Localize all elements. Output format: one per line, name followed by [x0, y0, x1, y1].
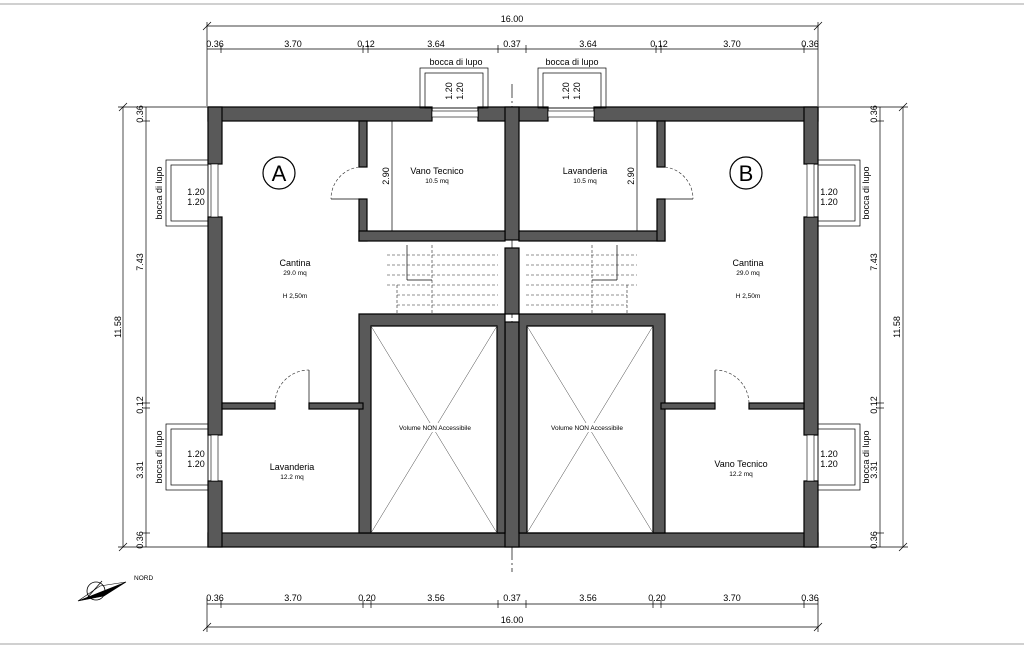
- left-dim-5: 0.36: [135, 531, 145, 549]
- right-dimension-lines: [815, 102, 908, 552]
- room-cantina-a-area: 29.0 mq: [283, 270, 307, 277]
- bottom-dim-9: 0.36: [801, 593, 819, 603]
- nonaccess-label-left: Volume NON Accessibile: [399, 425, 471, 432]
- bottom-dim-7: 0.20: [648, 593, 666, 603]
- room-lavanderia-a-area: 12.2 mq: [280, 474, 304, 481]
- height-dim-right: 2.90: [626, 167, 636, 185]
- left-dim-4: 3.31: [135, 461, 145, 479]
- height-dim-left: 2.90: [381, 167, 391, 185]
- top-dim-4: 3.64: [427, 39, 445, 49]
- doors: [274, 166, 750, 404]
- bocca-label-left-lower: bocca di lupo: [154, 430, 164, 483]
- window-dim-right-lower-2: 1.20: [820, 459, 838, 469]
- bottom-total-dimension: 16.00: [501, 615, 524, 625]
- room-vano-tecnico-b-name: Vano Tecnico: [714, 459, 767, 469]
- left-total-dimension: 11.58: [113, 316, 123, 338]
- window-dim-top-left-1: 1.20: [444, 82, 454, 100]
- right-dim-3: 0.12: [869, 396, 879, 414]
- room-cantina-b-area: 29.0 mq: [736, 270, 760, 277]
- room-cantina-a-height: H 2,50m: [283, 293, 308, 300]
- left-dim-1: 0.36: [135, 105, 145, 123]
- walls: [207, 106, 819, 548]
- stairs-left: [387, 245, 498, 314]
- room-vano-tecnico-a-name: Vano Tecnico: [410, 166, 463, 176]
- nonaccess-label-bg-left: [398, 423, 472, 432]
- bottom-dim-3: 0.20: [358, 593, 376, 603]
- window-dim-left-upper-1: 1.20: [187, 187, 205, 197]
- window-dim-right-upper-1: 1.20: [820, 187, 838, 197]
- top-dim-7: 0.12: [650, 39, 668, 49]
- right-dim-2: 7.43: [869, 253, 879, 271]
- right-dim-5: 0.36: [869, 531, 879, 549]
- right-dim-1: 0.36: [869, 105, 879, 123]
- room-vano-tecnico-a-area: 10.5 mq: [425, 178, 449, 185]
- top-dim-6: 3.64: [579, 39, 597, 49]
- room-lavanderia-b-area: 10.5 mq: [573, 178, 597, 185]
- window-dim-left-upper-2: 1.20: [187, 197, 205, 207]
- top-dim-8: 3.70: [723, 39, 741, 49]
- bocca-label-right-lower: bocca di lupo: [861, 430, 871, 483]
- bottom-dim-2: 3.70: [284, 593, 302, 603]
- window-dim-top-left-2: 1.20: [455, 82, 465, 100]
- window-dim-right-lower-1: 1.20: [820, 449, 838, 459]
- bottom-dimension-lines: [202, 598, 823, 632]
- light-wells: [165, 67, 861, 491]
- unit-b-letter: B: [739, 161, 754, 186]
- window-dim-left-lower-2: 1.20: [187, 459, 205, 469]
- north-label: NORD: [134, 575, 153, 582]
- left-dim-2: 7.43: [135, 253, 145, 271]
- room-lavanderia-b-name: Lavanderia: [563, 166, 608, 176]
- bottom-dim-6: 3.56: [579, 593, 597, 603]
- stairs-right: [526, 245, 637, 314]
- top-total-dimension: 16.00: [501, 14, 524, 24]
- top-dim-3: 0.12: [357, 39, 375, 49]
- room-cantina-b-name: Cantina: [732, 258, 763, 268]
- bottom-dim-4: 3.56: [427, 593, 445, 603]
- bocca-label-right-upper: bocca di lupo: [861, 166, 871, 219]
- drawing-frame: [0, 3, 1024, 645]
- wall-windows: [210, 110, 815, 482]
- left-dim-3: 0.12: [135, 396, 145, 414]
- bottom-dim-1: 0.36: [206, 593, 224, 603]
- top-dim-5: 0.37: [503, 39, 521, 49]
- unit-a-letter: A: [272, 161, 287, 186]
- room-vano-tecnico-b-area: 12.2 mq: [729, 471, 753, 478]
- unit-a-marker: [262, 156, 296, 190]
- bocca-label-top-right: bocca di lupo: [545, 57, 598, 67]
- window-dim-left-lower-1: 1.20: [187, 449, 205, 459]
- nonaccess-label-bg-right: [550, 423, 624, 432]
- room-lavanderia-a-name: Lavanderia: [270, 462, 315, 472]
- bottom-dim-5: 0.37: [503, 593, 521, 603]
- top-dimension-lines: [202, 21, 823, 106]
- top-dim-9: 0.36: [801, 39, 819, 49]
- north-arrow-icon: [77, 580, 127, 602]
- right-dim-4: 3.31: [869, 461, 879, 479]
- bocca-label-left-upper: bocca di lupo: [154, 166, 164, 219]
- room-cantina-a-name: Cantina: [279, 258, 310, 268]
- bocca-label-top-left: bocca di lupo: [429, 57, 482, 67]
- unit-b-marker: [729, 156, 763, 190]
- room-cantina-b-height: H 2,50m: [736, 293, 761, 300]
- window-dim-top-right-1: 1.20: [561, 82, 571, 100]
- top-dim-1: 0.36: [206, 39, 224, 49]
- right-total-dimension: 11.58: [892, 316, 902, 338]
- nonaccess-label-right: Volume NON Accessibile: [551, 425, 623, 432]
- window-dim-right-upper-2: 1.20: [820, 197, 838, 207]
- top-dim-2: 3.70: [284, 39, 302, 49]
- left-dimension-lines: [118, 102, 210, 552]
- window-dim-top-right-2: 1.20: [572, 82, 582, 100]
- bottom-dim-8: 3.70: [723, 593, 741, 603]
